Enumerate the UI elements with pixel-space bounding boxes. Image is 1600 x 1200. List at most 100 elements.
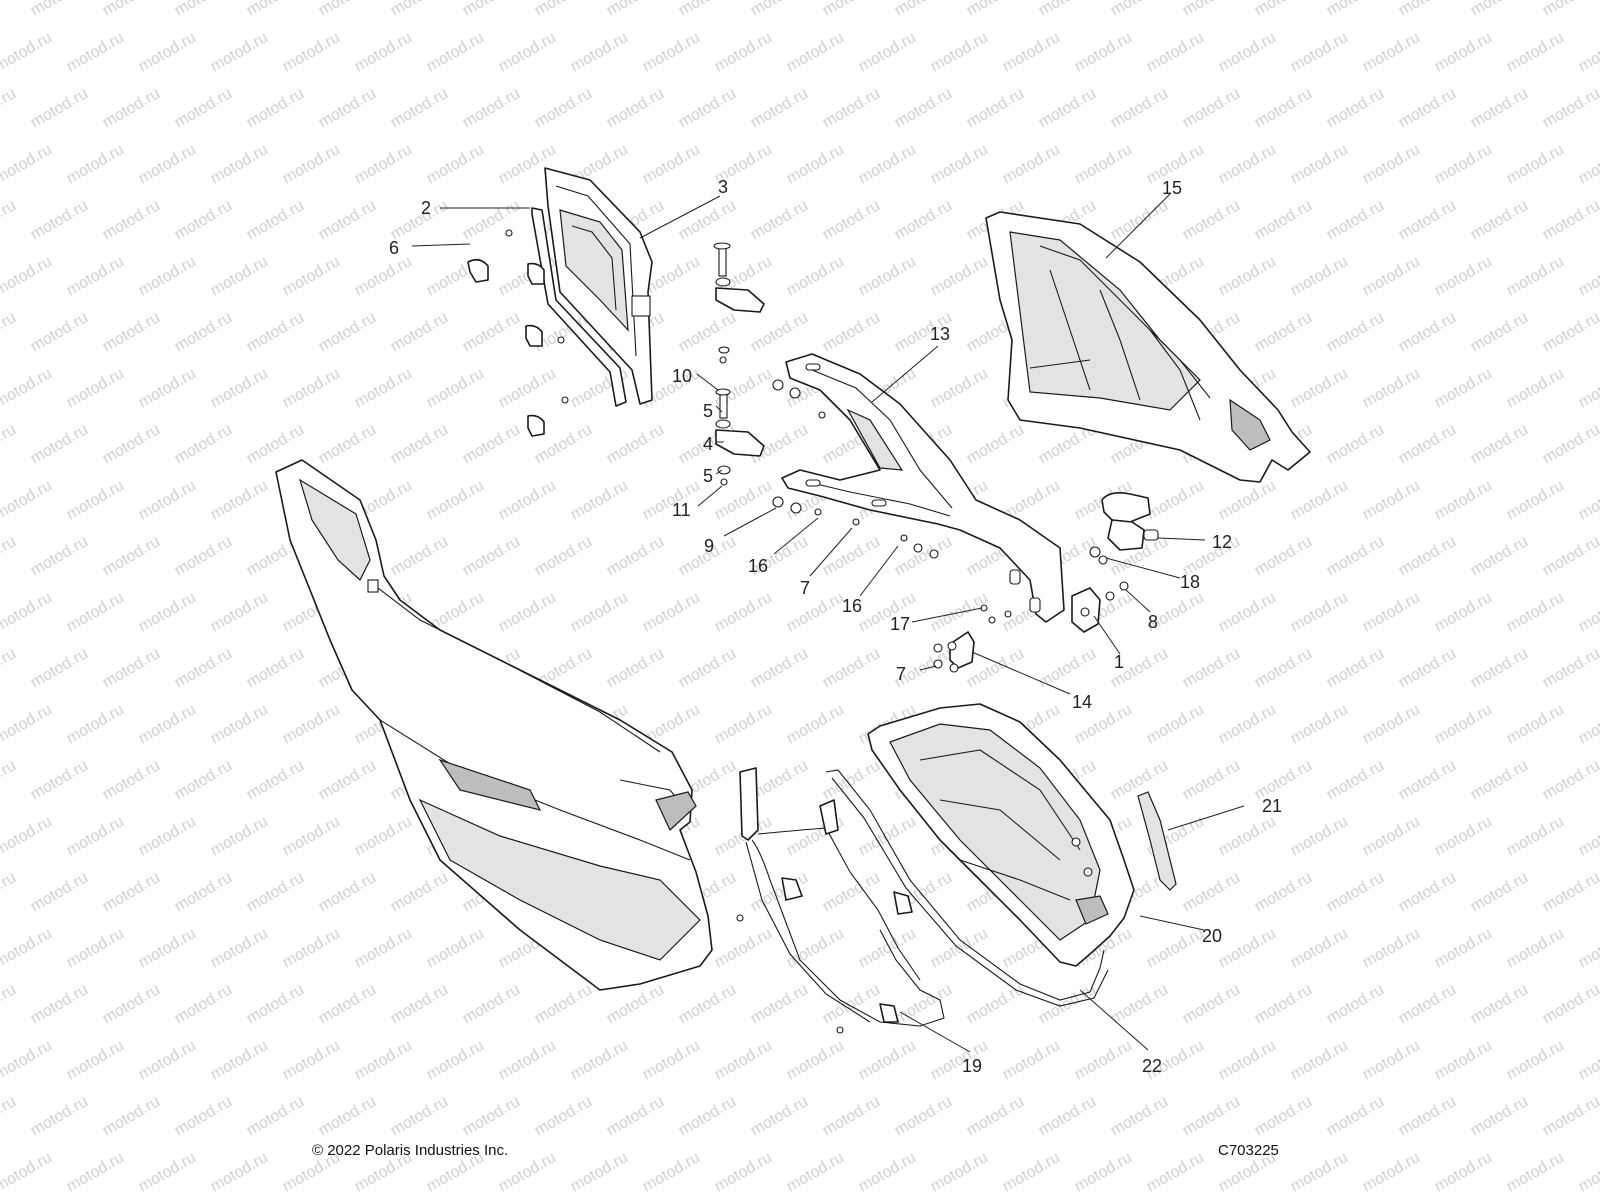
watermark-text: motod.ru (0, 869, 19, 915)
watermark-text: motod.ru (316, 85, 379, 131)
watermark-text: motod.ru (1576, 589, 1600, 635)
drawing-number: C703225 (1218, 1142, 1279, 1159)
watermark-text: motod.ru (712, 589, 775, 635)
watermark-text: motod.ru (568, 589, 631, 635)
watermark-text: motod.ru (1504, 1149, 1567, 1195)
watermark-text: motod.ru (1216, 925, 1279, 971)
watermark-text: motod.ru (1432, 253, 1495, 299)
part-4-hinge (715, 388, 765, 486)
watermark-text: motod.ru (208, 29, 271, 75)
part-20-inner-lower-panel (867, 703, 1135, 967)
watermark-text: motod.ru (316, 981, 379, 1027)
watermark-text: motod.ru (64, 589, 127, 635)
watermark-text: motod.ru (424, 141, 487, 187)
watermark-text: motod.ru (352, 253, 415, 299)
watermark-text: motod.ru (0, 365, 55, 411)
watermark-text: motod.ru (208, 365, 271, 411)
watermark-text: motod.ru (640, 141, 703, 187)
watermark-text: motod.ru (1216, 477, 1279, 523)
watermark-text: motod.ru (208, 253, 271, 299)
watermark-text: motod.ru (64, 253, 127, 299)
part-19-tube-frame (736, 767, 945, 1034)
watermark-text: motod.ru (604, 1093, 667, 1139)
watermark-text: motod.ru (676, 645, 739, 691)
watermark-text: motod.ru (0, 253, 55, 299)
hinge-hardware-upper (713, 242, 765, 364)
watermark-text: motod.ru (676, 981, 739, 1027)
watermark-text: motod.ru (1324, 981, 1387, 1027)
callout-16a: 16 (748, 556, 768, 576)
watermark-text: motod.ru (352, 365, 415, 411)
watermark-text: motod.ru (136, 701, 199, 747)
watermark-text: motod.ru (1252, 533, 1315, 579)
watermark-text: motod.ru (1576, 365, 1600, 411)
watermark-text: motod.ru (1576, 701, 1600, 747)
watermark-text: motod.ru (316, 197, 379, 243)
watermark-text: motod.ru (964, 0, 1027, 19)
watermark-text: motod.ru (748, 197, 811, 243)
watermark-text: motod.ru (460, 309, 523, 355)
watermark-text: motod.ru (532, 981, 595, 1027)
watermark-text: motod.ru (784, 1037, 847, 1083)
watermark-text: motod.ru (316, 421, 379, 467)
callout-21: 21 (1262, 796, 1282, 816)
watermark-text: motod.ru (1468, 309, 1531, 355)
watermark-text: motod.ru (712, 29, 775, 75)
watermark-text: motod.ru (784, 1149, 847, 1195)
watermark-text: motod.ru (0, 85, 19, 131)
watermark-text: motod.ru (136, 1037, 199, 1083)
watermark-text: motod.ru (1396, 533, 1459, 579)
watermark-text: motod.ru (928, 141, 991, 187)
copyright-notice: © 2022 Polaris Industries Inc. (312, 1142, 509, 1159)
watermark-text: motod.ru (568, 29, 631, 75)
watermark-text: motod.ru (1432, 141, 1495, 187)
watermark-text: motod.ru (1504, 477, 1567, 523)
watermark-text: motod.ru (820, 85, 883, 131)
watermark-text: motod.ru (1540, 309, 1600, 355)
watermark-text: motod.ru (28, 309, 91, 355)
watermark-text: motod.ru (748, 85, 811, 131)
watermark-text: motod.ru (532, 533, 595, 579)
watermark-text: motod.ru (748, 0, 811, 19)
watermark-text: motod.ru (1036, 0, 1099, 19)
watermark-text: motod.ru (1396, 981, 1459, 1027)
watermark-text: motod.ru (1216, 253, 1279, 299)
watermark-text: motod.ru (784, 701, 847, 747)
watermark-text: motod.ru (748, 645, 811, 691)
watermark-text: motod.ru (424, 29, 487, 75)
watermark-text: motod.ru (388, 0, 451, 19)
watermark-text: motod.ru (280, 365, 343, 411)
watermark-text: motod.ru (1324, 197, 1387, 243)
watermark-text: motod.ru (1216, 29, 1279, 75)
watermark-text: motod.ru (28, 757, 91, 803)
watermark-text: motod.ru (28, 197, 91, 243)
watermark-text: motod.ru (388, 309, 451, 355)
watermark-text: motod.ru (208, 1037, 271, 1083)
watermark-text: motod.ru (676, 309, 739, 355)
watermark-text: motod.ru (0, 813, 55, 859)
watermark-text: motod.ru (424, 365, 487, 411)
watermark-text: motod.ru (1180, 0, 1243, 19)
watermark-text: motod.ru (100, 981, 163, 1027)
watermark-text: motod.ru (1180, 757, 1243, 803)
watermark-text: motod.ru (1108, 85, 1171, 131)
watermark-text: motod.ru (0, 701, 55, 747)
watermark-text: motod.ru (460, 533, 523, 579)
watermark-text: motod.ru (1540, 421, 1600, 467)
watermark-text: motod.ru (964, 981, 1027, 1027)
watermark-text: motod.ru (1216, 141, 1279, 187)
watermark-text: motod.ru (316, 869, 379, 915)
watermark-text: motod.ru (1288, 253, 1351, 299)
watermark-text: motod.ru (1252, 1093, 1315, 1139)
watermark-text: motod.ru (1180, 981, 1243, 1027)
watermark-text: motod.ru (856, 141, 919, 187)
watermark-text: motod.ru (0, 981, 19, 1027)
watermark-text: motod.ru (1000, 141, 1063, 187)
watermark-text: motod.ru (1468, 85, 1531, 131)
watermark-text: motod.ru (1360, 29, 1423, 75)
watermark-text: motod.ru (100, 1093, 163, 1139)
watermark-text: motod.ru (568, 1149, 631, 1195)
watermark-text: motod.ru (100, 645, 163, 691)
watermark-text: motod.ru (316, 309, 379, 355)
watermark-text: motod.ru (892, 981, 955, 1027)
